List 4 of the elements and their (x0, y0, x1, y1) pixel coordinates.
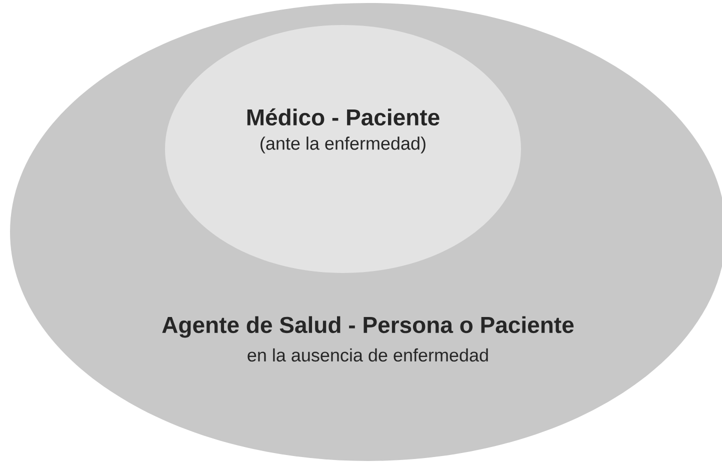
heading-text: Médico - Paciente (247, 108, 440, 126)
heading-text: Agente de Salud - Persona o Paciente (162, 316, 574, 338)
subtitle-text: (ante la enfermedad) (260, 136, 426, 154)
subtitle-text: en la ausencia de enfermedad (248, 348, 488, 362)
